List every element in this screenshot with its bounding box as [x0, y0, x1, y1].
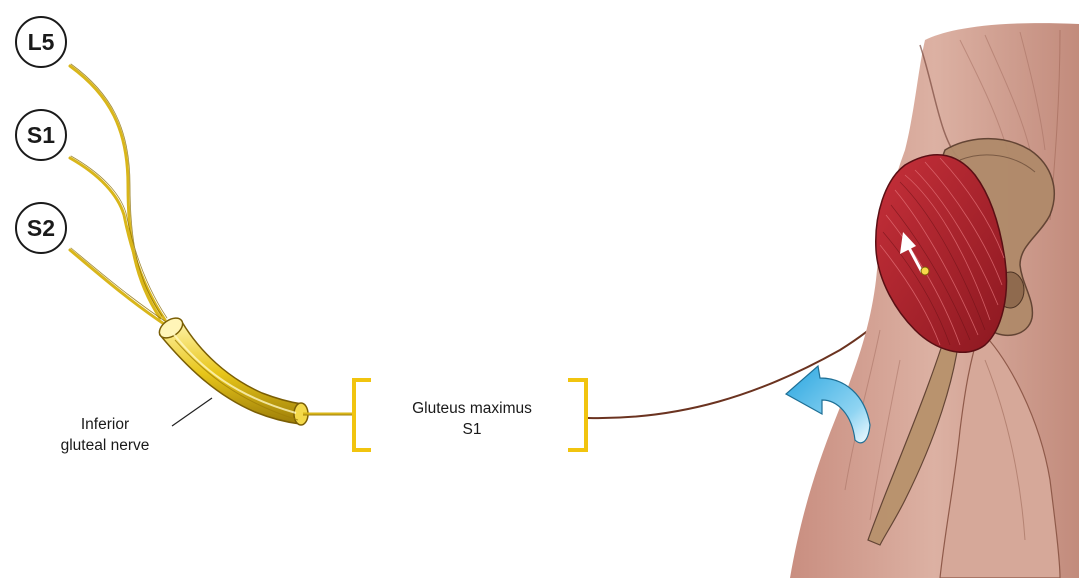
nerve-label-line1: Inferior — [30, 414, 180, 435]
leg-anatomy — [790, 23, 1079, 578]
bracket-left — [354, 380, 371, 450]
nerve-label: Inferior gluteal nerve — [30, 414, 180, 456]
root-l5-label: L5 — [16, 17, 66, 67]
nerve-entry-point — [921, 267, 929, 275]
nerve-tube — [156, 314, 308, 425]
muscle-root: S1 — [372, 419, 572, 440]
muscle-label: Gluteus maximus S1 — [372, 398, 572, 440]
nerve-label-line2: gluteal nerve — [30, 435, 180, 456]
root-s2-label: S2 — [16, 203, 66, 253]
root-s1-label: S1 — [16, 110, 66, 160]
muscle-name: Gluteus maximus — [372, 398, 572, 419]
